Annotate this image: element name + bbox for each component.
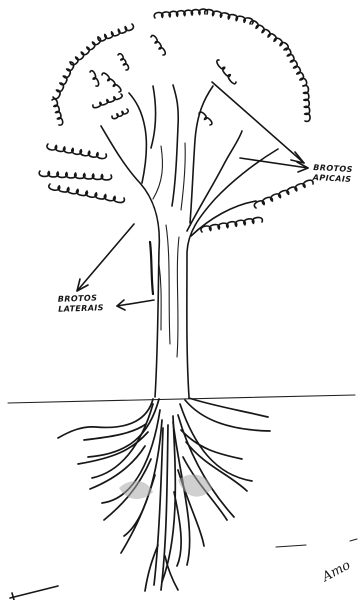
root-system (58, 398, 270, 591)
tree-crown-outline (39, 9, 313, 232)
tree-trunk (101, 85, 278, 397)
crown-curl-15 (93, 94, 122, 108)
label-lateral-line-1: BROTOS (58, 293, 98, 303)
crown-curl-14 (254, 180, 313, 208)
label-lateral-buds: BROTOS LATERAIS (58, 293, 104, 315)
label-apical-line-2: APICAIS (313, 173, 352, 184)
root-15 (78, 432, 148, 464)
root-1 (58, 399, 153, 438)
crown-curl-1 (154, 9, 207, 18)
margin-marks (10, 539, 357, 600)
root-19 (181, 430, 242, 459)
root-25 (165, 556, 178, 590)
arrow-lateral-upper (77, 224, 134, 291)
ground-line (8, 395, 355, 403)
crown-curl-16 (102, 73, 121, 92)
crown-curl-10 (47, 144, 106, 159)
arrow-apical-upper (212, 82, 304, 163)
crown-curl-5 (303, 85, 310, 121)
label-lateral-line-2: LATERAIS (58, 303, 104, 314)
crown-curl-8 (53, 62, 74, 99)
crown-curl-3 (250, 21, 288, 50)
crown-curl-17 (118, 54, 129, 70)
inner-bud-1 (112, 109, 128, 119)
crown-curl-12 (49, 184, 125, 203)
crown-curl-19 (217, 60, 236, 84)
crown-curl-7 (70, 37, 101, 65)
crown-curl-2 (205, 10, 253, 24)
crown-curl-9 (52, 99, 63, 125)
crown-curl-18 (151, 35, 165, 55)
crown-curl-11 (39, 171, 111, 180)
inner-bud-3 (199, 112, 212, 125)
root-shadow-right (178, 474, 212, 496)
root-10 (185, 400, 270, 431)
crown-curl-4 (284, 48, 307, 86)
crown-curl-6 (98, 24, 134, 41)
label-apical-buds: BROTOS APICAIS (313, 163, 353, 185)
inner-bud-2 (90, 71, 99, 86)
